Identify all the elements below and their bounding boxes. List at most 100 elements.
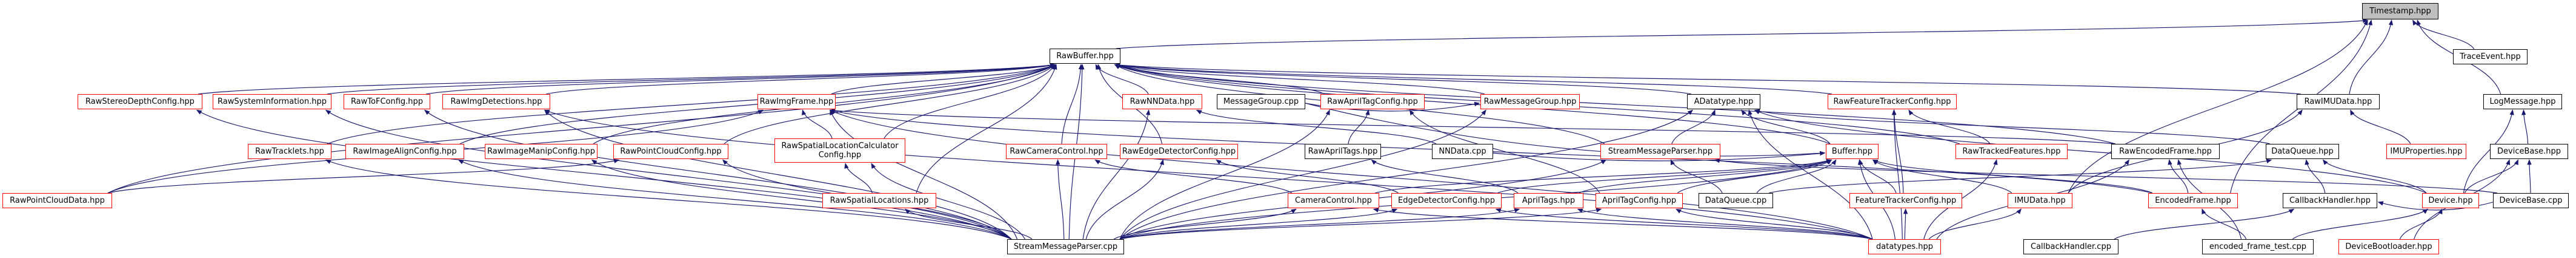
edge-rawpointcloudconfig-to-rawbuffer [724,64,1056,144]
node-rawtracklets[interactable]: RawTracklets.hpp [248,144,331,159]
node-callbackhandler_hpp[interactable]: CallbackHandler.hpp [2283,193,2377,208]
edge-datatypes_hpp-to-rawimgframe [829,109,1873,240]
node-streammessageparser_cpp[interactable]: StreamMessageParser.cpp [1007,239,1124,254]
edge-nndata_cpp-to-rawnndata [1196,109,1437,144]
node-timestamp[interactable]: Timestamp.hpp [2362,3,2438,19]
edge-nndata_cpp-to-buffer_hpp [1493,151,1826,161]
node-rawnndata[interactable]: RawNNData.hpp [1122,94,1202,109]
node-rawapriltagconfig[interactable]: RawAprilTagConfig.hpp [1320,94,1425,109]
edge-dataqueue_cpp-to-streammessageparser_hpp [1670,159,1723,194]
edge-encoded_frame_test_cpp-to-device_hpp [2292,208,2429,240]
edge-rawmessagegroup-to-rawbuffer [1114,64,1485,95]
node-buffer_hpp[interactable]: Buffer.hpp [1826,144,1879,159]
edge-streammessageparser_cpp-to-rawcameracontrol [1056,159,1065,240]
edge-apriltags-to-rawapriltags [1371,159,1519,194]
edge-rawspatiallocations-to-rawspatiallocationcalculatorconfig [844,163,873,194]
node-datatypes_hpp[interactable]: datatypes.hpp [1868,239,1941,254]
node-imudata[interactable]: IMUData.hpp [2008,193,2072,208]
node-rawimudata[interactable]: RawIMUData.hpp [2297,94,2380,109]
node-rawsysteminformation[interactable]: RawSystemInformation.hpp [213,94,331,109]
edge-rawtrackedfeatures-to-rawfeaturetrackerconfig [1908,109,1991,144]
edge-device_hpp-to-adatatype [1754,109,2427,194]
edge-streammessageparser_cpp-to-edgedetectorconfig [1119,208,1398,240]
node-rawedgedetectorconfig[interactable]: RawEdgeDetectorConfig.hpp [1120,144,1238,159]
edge-rawapriltags-to-rawapriltagconfig [1348,109,1370,144]
node-rawimagealignconfig[interactable]: RawImageAlignConfig.hpp [345,144,464,159]
node-cameracontrol[interactable]: CameraControl.hpp [1288,193,1379,208]
edge-apriltagconfig-to-buffer_hpp [1677,159,1832,194]
node-edgedetectorconfig[interactable]: EdgeDetectorConfig.hpp [1391,193,1502,208]
edge-edgedetectorconfig-to-rawedgedetectorconfig [1216,159,1399,194]
edge-streammessageparser_cpp-to-rawtofconfig [424,109,1012,240]
edge-edgedetectorconfig-to-buffer_hpp [1497,159,1832,194]
node-devicebootloader[interactable]: DeviceBootloader.hpp [2338,239,2439,254]
node-rawimgframe[interactable]: RawImgFrame.hpp [757,94,836,109]
node-logmessage[interactable]: LogMessage.hpp [2483,94,2562,109]
node-apriltags[interactable]: AprilTags.hpp [1514,193,1583,208]
node-rawspatiallocationcalculatorconfig[interactable]: RawSpatialLocationCalculator Config.hpp [774,138,905,163]
edge-device_hpp-to-devicebase_hpp [2464,159,2518,194]
edge-streammessageparser_cpp-to-rawsysteminformation [325,109,1012,240]
node-featuretrackerconfig[interactable]: FeatureTrackerConfig.hpp [1849,193,1962,208]
edge-rawsysteminformation-to-rawbuffer [327,63,1056,95]
edge-datatypes_hpp-to-apriltags [1577,208,1873,240]
edge-datatypes_hpp-to-edgedetectorconfig [1495,208,1873,240]
edge-streammessageparser_cpp-to-apriltags [1119,208,1520,240]
node-rawimagemanipconfig[interactable]: RawImageManipConfig.hpp [485,144,597,159]
node-callbackhandler_cpp[interactable]: CallbackHandler.cpp [2023,239,2118,254]
edge-dataqueue_hpp-to-adatatype [1754,109,2271,144]
node-streammessageparser_hpp[interactable]: StreamMessageParser.hpp [1600,144,1720,159]
edge-streammessageparser_cpp-to-rawimgdetections [544,109,1012,240]
edge-rawpointclouddata-to-rawpointcloudconfig [107,158,620,194]
node-rawstereodepthconfig[interactable]: RawStereoDepthConfig.hpp [78,94,202,109]
edge-imuproperties-to-rawimudata [2350,109,2411,144]
node-devicebase_hpp[interactable]: DeviceBase.hpp [2490,144,2568,159]
edge-rawencodedframe-to-rawimgframe [829,108,2116,144]
node-rawpointcloudconfig[interactable]: RawPointCloudConfig.hpp [613,144,728,159]
node-rawcameracontrol[interactable]: RawCameraControl.hpp [1006,144,1107,159]
edge-streammessageparser_cpp-to-rawspatiallocationcalculatorconfig [871,163,1025,240]
node-adatatype[interactable]: ADatatype.hpp [1687,94,1760,109]
node-rawspatiallocations[interactable]: RawSpatialLocations.hpp [822,193,936,208]
edge-streammessageparser_cpp-to-rawimagemanipconfig [591,159,1012,240]
edge-imudata-to-buffer_hpp [1872,159,2012,194]
edge-rawspatiallocations-to-rawbuffer [916,64,1057,194]
edge-callbackhandler_hpp-to-dataqueue_hpp [2305,159,2326,194]
node-rawpointclouddata[interactable]: RawPointCloudData.hpp [2,193,112,208]
node-rawtrackedfeatures[interactable]: RawTrackedFeatures.hpp [1955,144,2068,159]
node-encodedframe[interactable]: EncodedFrame.hpp [2148,193,2238,208]
node-rawimgdetections[interactable]: RawImgDetections.hpp [442,94,550,109]
edge-streammessageparser_cpp-to-rawtracklets [325,159,1012,240]
node-nndata_cpp[interactable]: NNData.cpp [1432,144,1493,159]
edge-adatatype-to-rawbuffer [1114,63,1692,95]
node-imuproperties[interactable]: IMUProperties.hpp [2386,144,2466,159]
edge-devicebase_cpp-to-callbackhandler_hpp [2377,201,2494,211]
edge-device_hpp-to-dataqueue_hpp [2322,159,2427,194]
node-rawfeaturetrackerconfig[interactable]: RawFeatureTrackerConfig.hpp [1828,94,1957,109]
edge-rawimudata-to-timestamp [2349,19,2394,95]
node-rawtofconfig[interactable]: RawToFConfig.hpp [344,94,430,109]
edge-rawspatiallocationcalculatorconfig-to-rawbuffer [884,64,1056,139]
node-messagegroup_cpp[interactable]: MessageGroup.cpp [1217,94,1305,109]
node-dataqueue_cpp[interactable]: DataQueue.cpp [1699,193,1773,208]
node-rawmessagegroup[interactable]: RawMessageGroup.hpp [1480,94,1580,109]
node-rawencodedframe[interactable]: RawEncodedFrame.hpp [2111,144,2220,159]
edge-rawtofconfig-to-rawbuffer [425,63,1056,95]
edge-apriltags-to-buffer_hpp [1579,159,1832,194]
edge-devicebootloader-to-device_hpp [2399,208,2443,240]
node-encoded_frame_test_cpp[interactable]: encoded_frame_test.cpp [2202,239,2314,254]
node-rawapriltags[interactable]: RawAprilTags.hpp [1305,144,1381,159]
edge-streammessageparser_cpp-to-cameracontrol [1113,208,1297,240]
edge-streammessageparser_cpp-to-apriltagconfig [1119,208,1602,240]
node-devicebase_cpp[interactable]: DeviceBase.cpp [2493,193,2569,208]
edge-dataqueue_cpp-to-dataqueue_hpp [1768,158,2272,194]
node-apriltagconfig[interactable]: AprilTagConfig.hpp [1596,193,1683,208]
edge-streammessageparser_cpp-to-rawedgedetectorconfig [1085,159,1164,240]
node-dataqueue_hpp[interactable]: DataQueue.hpp [2266,144,2339,159]
edge-rawimudata-to-rawbuffer [1114,63,2301,95]
node-rawbuffer[interactable]: RawBuffer.hpp [1050,49,1120,64]
edge-datatypes_hpp-to-imudata [1928,208,2022,240]
node-traceevent[interactable]: TraceEvent.hpp [2453,49,2528,64]
node-device_hpp[interactable]: Device.hpp [2422,193,2479,208]
